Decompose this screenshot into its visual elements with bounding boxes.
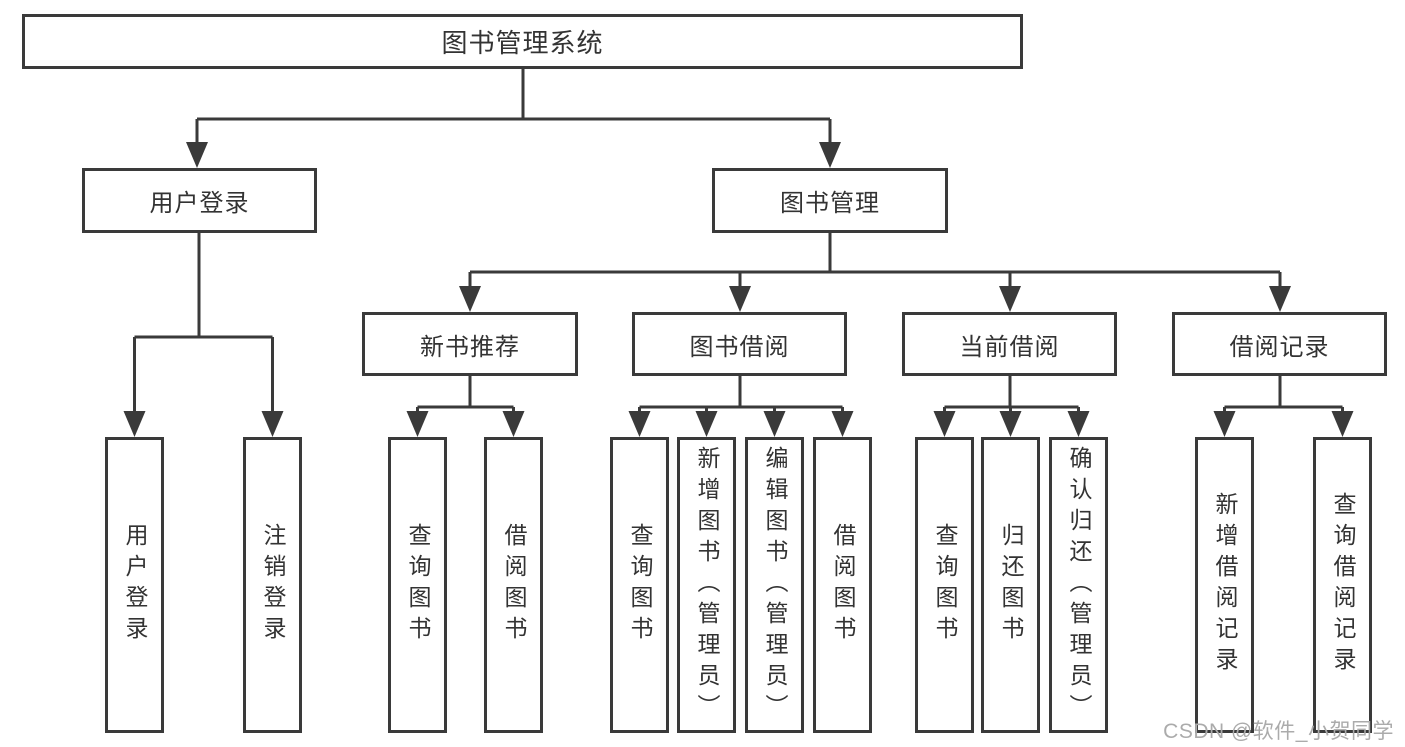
arrowhead xyxy=(819,142,841,168)
node-root-label: 图书管理系统 xyxy=(441,28,604,58)
leaf-user-login-label: 用户登录 xyxy=(122,523,148,647)
node-root: 图书管理系统 xyxy=(22,14,1023,69)
leaf-query-book-recommend-label: 查询图书 xyxy=(405,523,431,647)
arrowhead xyxy=(763,411,786,437)
leaf-borrow-book: 借阅图书 xyxy=(813,437,872,733)
arrowhead xyxy=(123,411,146,437)
node-book-management-label: 图书管理 xyxy=(780,190,880,217)
arrowhead xyxy=(695,411,718,437)
arrowhead xyxy=(999,411,1022,437)
node-book-borrow: 图书借阅 xyxy=(632,312,847,376)
leaf-confirm-return-admin-label: 确认归还（管理员） xyxy=(1066,445,1092,725)
leaf-edit-book-admin-label: 编辑图书（管理员） xyxy=(762,445,788,725)
leaf-edit-book-admin: 编辑图书（管理员） xyxy=(745,437,804,733)
arrowhead xyxy=(1067,411,1090,437)
watermark: CSDN @软件_小贺同学 xyxy=(1163,720,1394,743)
node-user-login-label: 用户登录 xyxy=(149,190,250,217)
leaf-query-book-current: 查询图书 xyxy=(915,437,974,733)
leaf-add-book-admin: 新增图书（管理员） xyxy=(677,437,736,733)
leaf-borrow-book-recommend: 借阅图书 xyxy=(484,437,543,733)
leaf-borrow-book-recommend-label: 借阅图书 xyxy=(501,523,527,647)
arrowhead xyxy=(999,286,1021,312)
node-new-book-recommend: 新书推荐 xyxy=(362,312,578,376)
node-new-book-recommend-label: 新书推荐 xyxy=(420,333,520,361)
leaf-logout-login: 注销登录 xyxy=(243,437,302,733)
node-user-login: 用户登录 xyxy=(82,168,317,233)
leaf-add-book-admin-label: 新增图书（管理员） xyxy=(694,445,720,725)
arrowhead xyxy=(831,411,854,437)
node-current-borrow: 当前借阅 xyxy=(902,312,1117,376)
node-borrow-record-label: 借阅记录 xyxy=(1229,333,1330,361)
leaf-query-book-recommend: 查询图书 xyxy=(388,437,447,733)
leaf-confirm-return-admin: 确认归还（管理员） xyxy=(1049,437,1108,733)
arrowhead xyxy=(186,142,208,168)
arrowhead xyxy=(1213,411,1236,437)
arrowhead xyxy=(1269,286,1291,312)
arrowhead xyxy=(628,411,651,437)
arrowhead xyxy=(933,411,956,437)
arrowhead xyxy=(502,411,525,437)
leaf-query-book-borrow: 查询图书 xyxy=(610,437,669,733)
leaf-query-borrow-record: 查询借阅记录 xyxy=(1313,437,1372,733)
node-book-management: 图书管理 xyxy=(712,168,948,233)
node-borrow-record: 借阅记录 xyxy=(1172,312,1387,376)
leaf-query-book-borrow-label: 查询图书 xyxy=(627,523,653,647)
node-current-borrow-label: 当前借阅 xyxy=(959,333,1060,361)
arrowhead xyxy=(459,286,481,312)
arrowhead xyxy=(261,411,284,437)
arrowhead xyxy=(1331,411,1354,437)
node-book-borrow-label: 图书借阅 xyxy=(689,333,790,361)
leaf-borrow-book-label: 借阅图书 xyxy=(830,523,856,647)
leaf-add-borrow-record-label: 新增借阅记录 xyxy=(1212,492,1238,678)
arrowhead xyxy=(729,286,751,312)
leaf-logout-login-label: 注销登录 xyxy=(260,523,286,647)
leaf-query-book-current-label: 查询图书 xyxy=(932,523,958,647)
leaf-query-borrow-record-label: 查询借阅记录 xyxy=(1330,492,1356,678)
leaf-user-login: 用户登录 xyxy=(105,437,164,733)
leaf-return-book-label: 归还图书 xyxy=(998,523,1024,647)
leaf-add-borrow-record: 新增借阅记录 xyxy=(1195,437,1254,733)
leaf-return-book: 归还图书 xyxy=(981,437,1040,733)
arrowhead xyxy=(406,411,429,437)
